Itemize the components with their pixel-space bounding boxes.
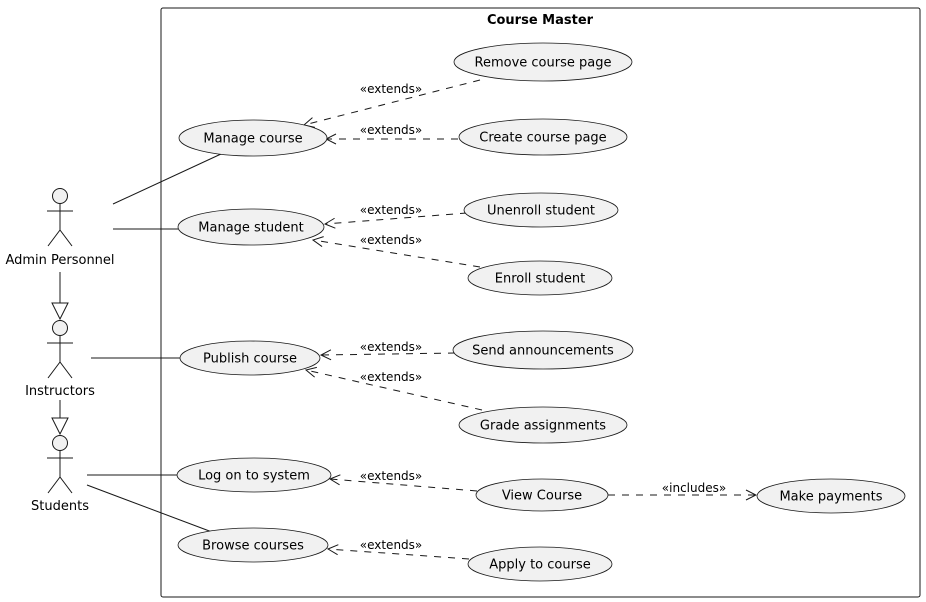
dependency-label: «extends» (360, 340, 423, 354)
use-case-ellipse (467, 260, 613, 296)
dependency-label: «extends» (360, 370, 423, 384)
dependency-label: «includes» (662, 481, 726, 495)
actor-label: Admin Personnel (5, 253, 114, 268)
use-case-log-on: Log on to system (176, 457, 332, 493)
actor-left-leg (47, 361, 61, 379)
use-case-ellipse (177, 208, 325, 246)
actor-students: Students (31, 435, 89, 514)
use-case-create-course-page: Create course page (458, 118, 628, 156)
dependency-label: «extends» (360, 233, 423, 247)
use-case-label: Remove course page (475, 56, 612, 71)
use-case-label: Create course page (479, 131, 606, 146)
dependency-view-course-log-on (330, 479, 478, 492)
dependency-remove-course-page-manage-course (304, 79, 481, 125)
system-title: Course Master (487, 13, 594, 28)
use-case-ellipse (463, 192, 619, 228)
dependency-label: «extends» (360, 538, 423, 552)
actor-label: Instructors (25, 384, 95, 399)
actor-left-leg (47, 476, 61, 494)
actor-label: Students (31, 499, 89, 514)
actor-right-leg (59, 476, 73, 494)
use-case-ellipse (178, 119, 328, 157)
use-case-ellipse (467, 546, 613, 582)
use-case-ellipse (179, 340, 321, 376)
use-case-apply-to-course: Apply to course (467, 546, 613, 582)
use-case-view-course: View Course (475, 478, 609, 512)
use-case-publish-course: Publish course (179, 340, 321, 376)
use-case-label: Manage student (198, 221, 303, 236)
dependency-label: «extends» (360, 469, 423, 483)
use-case-manage-student: Manage student (177, 208, 325, 246)
use-case-ellipse (177, 527, 329, 563)
dependency-label: «extends» (360, 82, 423, 96)
use-case-label: Make payments (779, 490, 882, 505)
dependency-label: «extends» (360, 123, 423, 137)
use-case-label: Apply to course (489, 558, 590, 573)
actor-admin: Admin Personnel (5, 188, 115, 268)
use-case-label: Manage course (203, 132, 302, 147)
actor-right-leg (59, 229, 73, 247)
use-case-unenroll-student: Unenroll student (463, 192, 619, 228)
use-case-make-payments: Make payments (756, 478, 906, 514)
use-case-ellipse (176, 457, 332, 493)
association-admin-manage-course (112, 153, 222, 205)
use-case-remove-course-page: Remove course page (453, 42, 633, 82)
use-case-ellipse (458, 118, 628, 156)
dependency-apply-to-course-browse-courses (328, 549, 470, 560)
actor-head-icon (52, 188, 68, 204)
use-case-label: Browse courses (202, 539, 304, 554)
actor-head-icon (52, 435, 68, 451)
actor-right-leg (59, 361, 73, 379)
use-case-browse-courses: Browse courses (177, 527, 329, 563)
dependency-enroll-student-manage-student (313, 240, 481, 268)
use-case-label: View Course (502, 489, 582, 504)
use-case-ellipse (475, 478, 609, 512)
actor-instructors: Instructors (25, 320, 95, 399)
dependency-label: «extends» (360, 203, 423, 217)
use-case-label: Enroll student (495, 272, 586, 287)
use-case-label: Log on to system (198, 469, 310, 484)
use-case-ellipse (452, 330, 634, 370)
association-students-browse-courses (86, 484, 213, 533)
use-case-label: Publish course (203, 352, 297, 367)
dependency-grade-assignments-publish-course (306, 370, 483, 411)
use-case-ellipse (458, 406, 628, 444)
edges-layer: «extends» «extends» «extends» «extends» «ext… (60, 79, 756, 560)
use-case-manage-course: Manage course (178, 119, 328, 157)
use-case-label: Send announcements (472, 344, 614, 359)
dependency-unenroll-student-manage-student (325, 212, 468, 224)
use-case-label: Grade assignments (480, 419, 606, 434)
system-boundary (160, 7, 921, 598)
use-case-grade-assignments: Grade assignments (458, 406, 628, 444)
use-case-ellipse (453, 42, 633, 82)
actor-head-icon (52, 320, 68, 336)
use-case-enroll-student: Enroll student (467, 260, 613, 296)
use-case-send-announcements: Send announcements (452, 330, 634, 370)
actor-left-leg (47, 229, 61, 247)
use-case-ellipse (756, 478, 906, 514)
use-case-label: Unenroll student (487, 204, 595, 219)
